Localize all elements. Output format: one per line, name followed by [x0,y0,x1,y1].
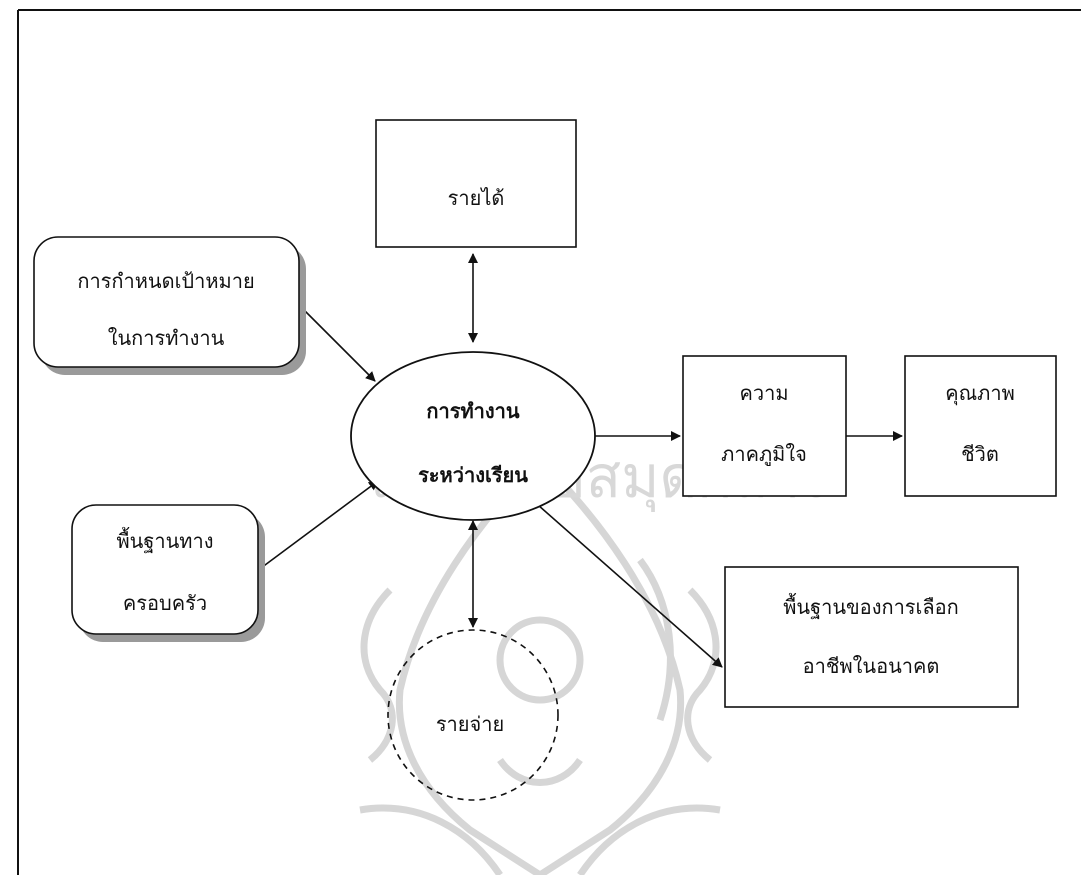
edge-family-work [260,480,379,569]
node-income: รายได้ [375,119,577,248]
edge-work-career [537,504,723,668]
watermark-seal [359,455,721,875]
node-expenses-label: รายจ่าย [436,712,504,736]
node-work-line1: การทำงาน [426,399,519,423]
node-expenses: รายจ่าย [387,629,559,801]
node-work-while-studying: การทำงาน ระหว่างเรียน [350,351,596,521]
node-income-label: รายได้ [448,186,505,210]
node-career-line2: อาชีพในอนาคต [803,654,940,678]
node-pride: ความ ภาคภูมิใจ [682,355,847,497]
node-work-line2: ระหว่างเรียน [418,463,528,487]
edge-goal-work [295,301,376,382]
node-career-foundation: พื้นฐานของการเลือก อาชีพในอนาคต [724,566,1019,708]
node-goal-setting: การกำหนดเป้าหมาย ในการทำงาน [33,236,306,375]
node-quality-of-life: คุณภาพ ชีวิต [904,355,1057,497]
node-quality-line1: คุณภาพ [945,381,1015,406]
node-career-line1: พื้นฐานของการเลือก [783,593,959,619]
node-pride-line2: ภาคภูมิใจ [721,442,807,467]
node-pride-line1: ความ [739,381,788,405]
node-family-line1: พื้นฐานทาง [117,527,214,553]
connectors [260,253,903,668]
node-family-line2: ครอบครัว [123,591,207,615]
node-goal-setting-line1: การกำหนดเป้าหมาย [77,269,254,293]
node-family-background: พื้นฐานทาง ครอบครัว [71,504,265,642]
node-goal-setting-line2: ในการทำงาน [108,326,225,350]
node-quality-line2: ชีวิต [961,442,999,466]
